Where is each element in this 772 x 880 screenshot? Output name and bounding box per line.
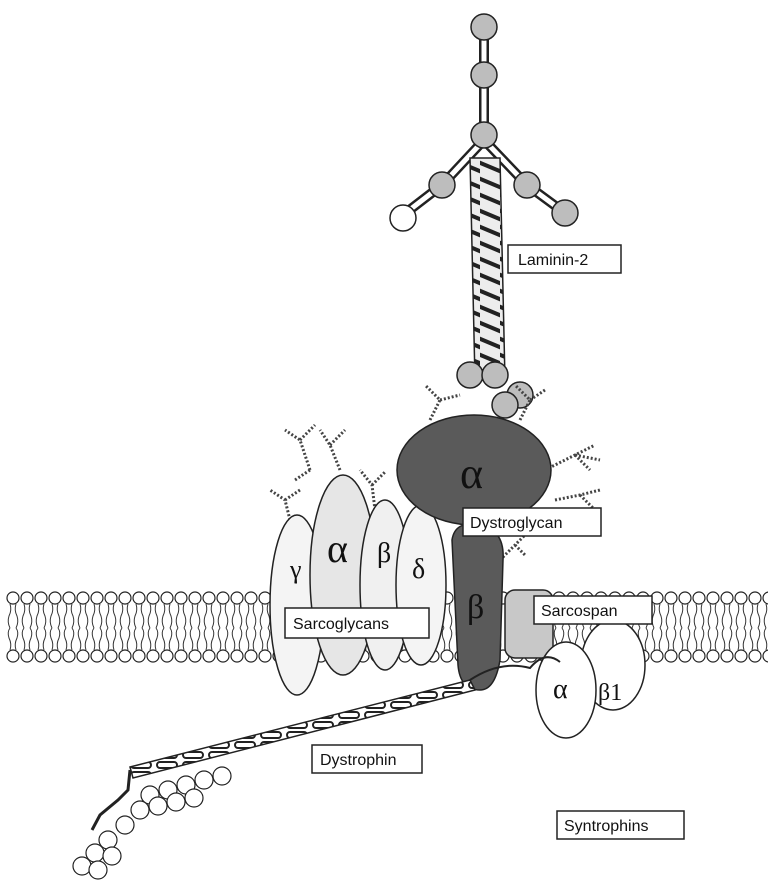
- dystroglycan-beta-label: β: [467, 589, 484, 626]
- syntrophin-alpha-label: α: [553, 674, 568, 705]
- sarcoglycan-beta-label: β: [377, 538, 391, 569]
- label-dystroglycan: Dystroglycan: [463, 508, 601, 536]
- svg-text:Dystrophin: Dystrophin: [320, 752, 396, 769]
- label-dystrophin: Dystrophin: [312, 745, 422, 773]
- dystroglycan-alpha-label: α: [460, 449, 483, 498]
- svg-text:Sarcospan: Sarcospan: [541, 603, 618, 620]
- sarcoglycan-gamma-label: γ: [289, 555, 302, 584]
- svg-text:Dystroglycan: Dystroglycan: [470, 515, 562, 532]
- laminin-2: [390, 14, 578, 418]
- svg-text:Syntrophins: Syntrophins: [564, 818, 649, 835]
- svg-text:Sarcoglycans: Sarcoglycans: [293, 616, 389, 633]
- label-laminin-2: Laminin-2: [508, 245, 621, 273]
- syntrophin-beta1-label: β1: [598, 680, 622, 706]
- label-sarcoglycans: Sarcoglycans: [285, 608, 429, 638]
- label-sarcospan: Sarcospan: [534, 596, 652, 624]
- sarcoglycan-delta-label: δ: [412, 554, 425, 585]
- sarcoglycan-alpha-label: α: [327, 526, 348, 571]
- svg-text:Laminin-2: Laminin-2: [518, 252, 588, 269]
- label-syntrophins: Syntrophins: [557, 811, 684, 839]
